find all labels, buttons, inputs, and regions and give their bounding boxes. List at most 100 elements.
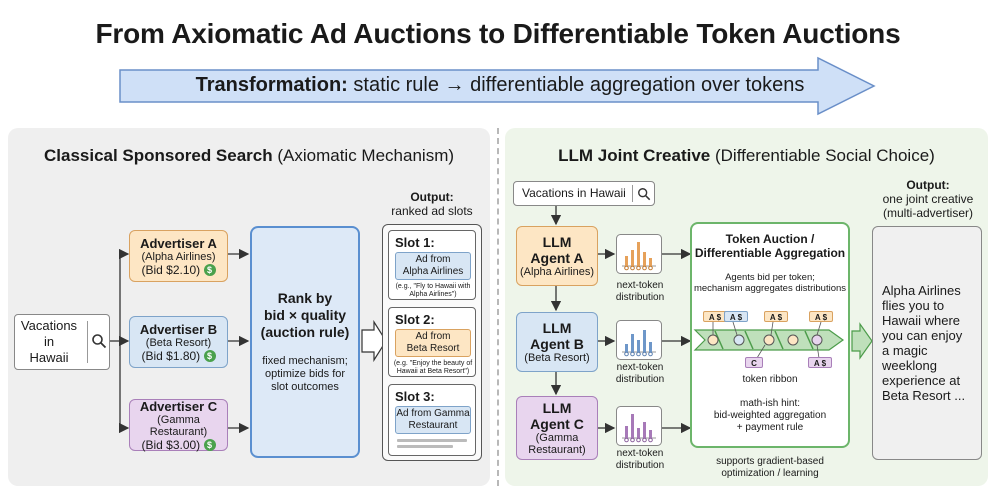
search-icon[interactable] — [637, 187, 651, 201]
main-title: From Axiomatic Ad Auctions to Differenti… — [95, 18, 901, 49]
dist-label-c: next-token distribution — [605, 448, 675, 472]
agent-company: (Beta Resort) — [524, 352, 590, 364]
agg-desc-line: Agents bid per token; — [725, 272, 815, 283]
output-sub: ranked ad slots — [391, 204, 473, 218]
left-title-rest: (Axiomatic Mechanism) — [272, 146, 455, 165]
auction-rule-box: Rank by bid × quality (auction rule) fix… — [250, 226, 360, 458]
agent-company: (Gamma — [535, 432, 579, 444]
dist-label-line: next-token — [616, 362, 664, 373]
advertiser-bid: (Bid $1.80) — [141, 348, 201, 363]
token-chip: A $ — [724, 311, 748, 322]
rank-line: bid × quality — [263, 307, 347, 323]
left-title-bold: Classical Sponsored Search — [43, 146, 273, 165]
advertiser-bid-row: (Bid $1.80) $ — [141, 348, 216, 363]
llm-query-text: Vacations in Hawaii — [522, 186, 626, 200]
creative-line: experience at — [882, 373, 961, 388]
dist-label-line: distribution — [615, 460, 665, 471]
agent-name-line: Agent B — [530, 336, 584, 352]
distribution-c-chart-icon — [616, 406, 662, 446]
slot-3[interactable]: Slot 3: Ad from Gamma Restaurant — [388, 384, 476, 456]
text-placeholder-line — [397, 439, 467, 442]
hint-line: bid-weighted aggregation — [713, 410, 827, 421]
creative-line: flies you to — [882, 298, 945, 313]
output-sub: (multi-advertiser) — [882, 206, 973, 220]
slot-2[interactable]: Slot 2: Ad from Beta Resort (e.g. "Enjoy… — [388, 307, 476, 377]
rank-desc: slot outcomes — [271, 381, 339, 393]
transformation-banner: Transformation: static rule → differenti… — [150, 74, 850, 97]
dist-label-b: next-token distribution — [605, 362, 675, 386]
dollar-icon: $ — [203, 350, 216, 363]
slot-title: Slot 2: — [395, 312, 435, 327]
advertiser-name: Advertiser C — [139, 398, 218, 414]
creative-line: weeklong — [882, 358, 937, 373]
agent-name-line: LLM — [542, 234, 572, 250]
query-search-box[interactable]: Vacations in Hawaii — [14, 314, 110, 370]
creative-line: Alpha Airlines — [882, 283, 961, 298]
agent-company: (Alpha Airlines) — [520, 266, 594, 278]
creative-line: you can enjoy — [882, 328, 963, 343]
math-hint: math-ish hint: bid-weighted aggregation … — [690, 398, 850, 434]
agg-title: Token Auction / Differentiable Aggregati… — [690, 232, 850, 260]
output-sub: one joint creative — [882, 192, 974, 206]
dist-label-line: next-token — [616, 280, 664, 291]
agg-title-line: Token Auction / — [725, 232, 815, 246]
dist-label-line: distribution — [615, 374, 665, 385]
dollar-icon: $ — [203, 264, 216, 277]
slot-eg-line: (e.g. "Enjoy the beauty of — [393, 360, 473, 367]
query-line: Hawaii — [29, 350, 69, 365]
slot-ad-line: Restaurant — [408, 420, 458, 431]
rank-desc: fixed mechanism; — [262, 355, 348, 367]
dist-label-a: next-token distribution — [605, 280, 675, 304]
left-panel-title: Classical Sponsored Search (Axiomatic Me… — [8, 146, 490, 166]
banner-bold: Transformation: — [195, 74, 348, 96]
slot-ad-line: Alpha Airlines — [402, 266, 464, 277]
supports-line: supports gradient-based — [716, 456, 824, 467]
joint-creative-output: Alpha Airlines flies you to Hawaii where… — [872, 226, 982, 460]
creative-line: a magic — [882, 343, 928, 358]
output-label: Output: — [410, 190, 454, 204]
text-placeholder-line — [397, 445, 453, 448]
llm-query-search-box[interactable]: Vacations in Hawaii — [513, 181, 655, 206]
advertiser-name: Advertiser A — [140, 235, 217, 251]
distribution-b-chart-icon — [616, 320, 662, 360]
llm-agent-b-card: LLM Agent B (Beta Resort) — [516, 312, 598, 372]
agent-company: Restaurant) — [528, 444, 586, 456]
right-title-bold: LLM Joint Creative — [558, 146, 711, 165]
advertiser-bid-row: (Bid $2.10) $ — [141, 263, 216, 277]
agent-name-line: Agent A — [530, 250, 584, 266]
advertiser-company: (Gamma Restaurant) — [149, 413, 208, 438]
supports-line: optimization / learning — [721, 468, 819, 479]
query-line: Vacations — [20, 318, 78, 333]
rank-desc: optimize bids for — [264, 368, 346, 380]
slot-1[interactable]: Slot 1: Ad from Alpha Airlines (e.g., "F… — [388, 230, 476, 300]
right-panel-title: LLM Joint Creative (Differentiable Socia… — [505, 146, 988, 166]
advertiser-c-card: Advertiser C (Gamma Restaurant) (Bid $3.… — [129, 398, 228, 452]
rank-line: Rank by — [277, 290, 333, 306]
agent-name-line: LLM — [542, 320, 572, 336]
llm-agent-a-card: LLM Agent A (Alpha Airlines) — [516, 226, 598, 286]
query-line: in — [43, 334, 55, 349]
token-chip: A $ — [764, 311, 788, 322]
joint-creative-text: Alpha Airlines flies you to Hawaii where… — [882, 283, 980, 403]
slot-eg-line: Hawaii at Beta Resort") — [396, 368, 470, 375]
agg-desc-line: mechanism aggregates distributions — [693, 283, 847, 294]
token-ribbon-label: token ribbon — [742, 374, 798, 385]
slot-ad-line: Ad from Gamma — [396, 408, 470, 419]
token-chip: C — [745, 357, 763, 368]
hint-line: + payment rule — [736, 422, 804, 433]
slot-example: (e.g., "Fly to Hawaii with Alpha Airline… — [391, 283, 475, 299]
advertiser-company: (Beta Resort) — [145, 336, 212, 349]
right-title-rest: (Differentiable Social Choice) — [710, 146, 935, 165]
slot-eg-line: Alpha Airlines") — [409, 291, 457, 298]
dollar-icon: $ — [203, 439, 216, 452]
llm-agent-c-card: LLM Agent C (Gamma Restaurant) — [516, 396, 598, 460]
right-output-header: Output: one joint creative (multi-advert… — [872, 178, 984, 220]
creative-line: Hawaii where — [882, 313, 961, 328]
advertiser-company: (Alpha Airlines) — [141, 250, 216, 263]
slot-eg-line: (e.g., "Fly to Hawaii with — [395, 283, 471, 290]
distribution-a-chart-icon — [616, 234, 662, 274]
search-icon[interactable] — [91, 333, 107, 349]
transformation-arrow — [119, 56, 876, 116]
slot-ad: Ad from Alpha Airlines — [395, 252, 471, 280]
advertiser-b-card: Advertiser B (Beta Resort) (Bid $1.80) $ — [129, 316, 228, 368]
